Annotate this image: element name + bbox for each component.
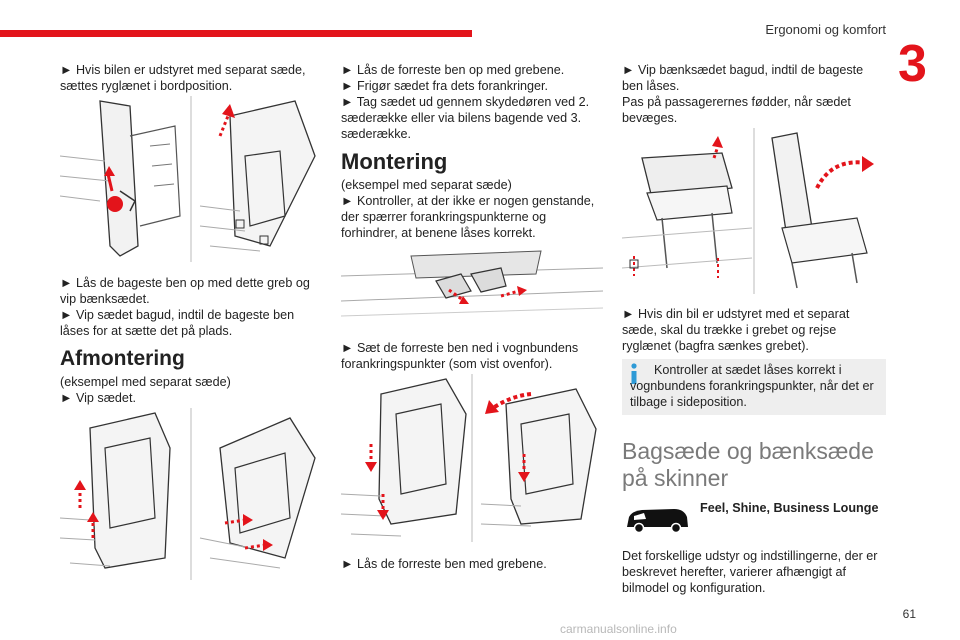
col2-para-3: ► Tag sædet ud gennem skydedøren ved 2. … (341, 95, 590, 141)
heading-afmontering: Afmontering (60, 347, 185, 370)
info-box (622, 359, 886, 415)
col3-para-3: ► Hvis din bil er udstyret med et separa… (622, 307, 850, 353)
page-number: 61 (902, 607, 916, 621)
col2-para-5: ► Kontroller, at der ikke er nogen genst… (341, 194, 595, 240)
col1-para-3: ► Vip sædet bagud, indtil de bageste ben… (60, 308, 295, 338)
heading-montering: Montering (341, 149, 448, 174)
heading-bagsaede: Bagsæde og bænksæde på skinner (622, 438, 874, 491)
figure-seat-tilt (60, 408, 322, 580)
col1-para-4: (eksempel med separat sæde) (60, 375, 231, 389)
figure-anchor-points (341, 246, 603, 328)
van-icon (624, 505, 690, 535)
trim-levels: Feel, Shine, Business Lounge (700, 501, 879, 515)
col2-para-7: ► Lås de forreste ben med grebene. (341, 557, 547, 571)
col1-para-2: ► Lås de bageste ben op med dette greb o… (60, 276, 310, 306)
col3-para-1: ► Vip bænksædet bagud, indtil de bageste… (622, 63, 864, 93)
header-accent-bar (0, 30, 472, 37)
running-head: Ergonomi og komfort (765, 22, 886, 37)
chapter-number: 3 (898, 35, 927, 93)
col2-para-1: ► Lås de forreste ben op med grebene. (341, 63, 565, 77)
figure-front-legs-lock (341, 374, 603, 542)
info-icon (626, 363, 642, 385)
watermark: carmanualsonline.info (560, 622, 677, 636)
col2-para-4: (eksempel med separat sæde) (341, 178, 512, 192)
col2-para-6: ► Sæt de forreste ben ned i vognbundens … (341, 341, 579, 371)
figure-seat-rear-legs-unlock (60, 96, 322, 262)
col3-para-2: Pas på passagerernes fødder, når sædet b… (622, 95, 851, 125)
col1-para-1: ► Hvis bilen er udstyret med separat sæd… (60, 63, 306, 93)
col3-para-4: Det forskellige udstyr og indstillingern… (622, 549, 878, 595)
info-text: Kontroller at sædet låses korrekt i vogn… (630, 363, 874, 409)
figure-bench-tilt-back (622, 128, 886, 294)
col2-para-2: ► Frigør sædet fra dets forankringer. (341, 79, 549, 93)
col1-para-5: ► Vip sædet. (60, 391, 136, 405)
